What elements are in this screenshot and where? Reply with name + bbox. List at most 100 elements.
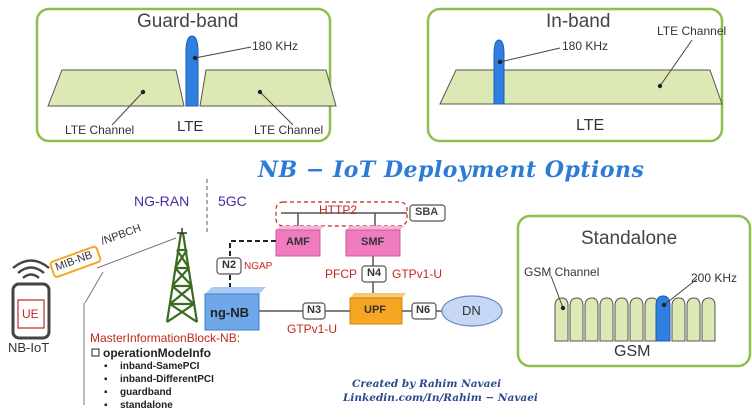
gsm-khz-pointer: [663, 278, 698, 306]
dn-ellipse: [441, 295, 503, 327]
gsm-channel-pointer: [550, 275, 564, 309]
gsm-channel: [629, 297, 644, 342]
pfcp-label: PFCP: [325, 267, 358, 281]
amf-label: AMF: [286, 236, 310, 248]
sba-box: [409, 204, 446, 222]
mib-option-4: standalone: [120, 400, 173, 411]
n2-box: [216, 257, 242, 275]
guard-band-left-dot: [140, 89, 146, 95]
dn-label: DN: [462, 303, 481, 318]
mib-option-bullet-4: ▪: [104, 400, 108, 411]
credit-line-1: Created by Rahim Navaei: [352, 378, 502, 390]
in-band-title: In-band: [546, 11, 611, 32]
ue-signal-arc-3: [12, 259, 50, 269]
gsm-label: GSM: [614, 343, 651, 360]
gsm-channel: [686, 297, 701, 342]
guard-band-khz-pointer: [194, 46, 252, 59]
smf-label: SMF: [361, 236, 385, 248]
mib-nb-badge: [49, 245, 102, 278]
n2-label: N2: [222, 259, 237, 271]
gsm-channel-group: [554, 295, 716, 342]
gsm-channel: [599, 297, 614, 342]
in-band-khz-dot: [497, 59, 503, 65]
amf-box: [275, 229, 321, 257]
mib-option-2: inband-DifferentPCI: [120, 374, 214, 385]
n3-label: N3: [307, 304, 322, 316]
mib-leader-line-2: [84, 271, 104, 304]
smf-box: [345, 229, 401, 257]
n4-label: N4: [367, 267, 382, 279]
n6-label: N6: [416, 304, 431, 316]
gsm-channel: [614, 297, 629, 342]
upf-box-top: [350, 293, 406, 298]
diagram-title: NB − IoT Deployment Options: [258, 157, 645, 183]
guard-band-right-pointer: [259, 91, 294, 126]
mib-heading: MasterInformationBlock-NB:: [90, 331, 241, 345]
standalone-title: Standalone: [581, 228, 678, 249]
field-checkbox-icon: [91, 348, 100, 357]
core-label: 5GC: [218, 193, 247, 209]
mib-option-bullet-3: ▪: [104, 387, 108, 398]
http2-bus-outline: [275, 201, 408, 227]
ngnb-box: [204, 293, 260, 331]
ngnb-label: ng-NB: [210, 305, 249, 320]
guard-band-nb-carrier: [185, 35, 199, 107]
mib-leader-line-1: [96, 237, 177, 269]
gtp-n4-label: GTPv1-U: [392, 267, 443, 281]
mib-option-3: guardband: [120, 387, 172, 398]
ue-signal-arc-2: [17, 266, 45, 274]
gsm-channel: [569, 297, 584, 342]
gtp-n3-label: GTPv1-U: [287, 322, 338, 336]
guard-band-khz-label: 180 KHz: [252, 39, 299, 53]
in-band-nb-carrier: [493, 39, 505, 105]
in-band-khz-pointer: [499, 47, 561, 63]
upf-label: UPF: [364, 304, 386, 316]
in-band-khz-label: 180 KHz: [562, 39, 609, 53]
gsm-channel-label: GSM Channel: [524, 265, 600, 279]
mib-option-1: inband-SamePCI: [120, 361, 200, 372]
gsm-nb-carrier: [655, 295, 671, 342]
gsm-channel: [701, 297, 716, 342]
mib-field: operationModeInfo: [103, 346, 211, 360]
in-band-lte-shape: [439, 69, 723, 105]
ng-ran-label: NG-RAN: [134, 193, 190, 209]
smf-box-top: [346, 226, 404, 230]
mib-option-bullet-2: ▪: [104, 374, 108, 385]
gsm-channel: [584, 297, 599, 342]
ue-label: UE: [22, 307, 39, 321]
guard-band-right-dot: [257, 89, 263, 95]
guard-band-left-label: LTE Channel: [65, 123, 135, 137]
n3-box: [302, 302, 326, 320]
cell-tower: [165, 232, 199, 323]
gsm-channel-dot: [560, 305, 566, 311]
gsm-khz-label: 200 KHz: [691, 271, 738, 285]
in-band-lte-channel-label: LTE Channel: [657, 24, 727, 38]
amf-box-top: [276, 226, 324, 230]
guard-band-right-label: LTE Channel: [254, 123, 324, 137]
in-band-lte-label: LTE: [576, 117, 605, 134]
nb-iot-label: NB-IoT: [8, 340, 50, 355]
gsm-khz-dot: [661, 302, 667, 308]
mib-option-bullet-1: ▪: [104, 361, 108, 372]
guard-band-left-pointer: [111, 91, 144, 126]
gsm-channel: [671, 297, 686, 342]
in-band-lte-dot: [657, 83, 663, 89]
n4-box: [361, 265, 387, 283]
ngap-label: NGAP: [244, 261, 273, 272]
ngnb-box-top: [205, 287, 266, 294]
in-band-lte-pointer: [659, 39, 693, 87]
guard-band-title: Guard-band: [137, 11, 239, 32]
guard-band-lte-left-shape: [47, 69, 185, 107]
guard-band-lte-label: LTE: [177, 118, 204, 135]
sba-label: SBA: [415, 206, 439, 218]
ue-signal-arc-1: [22, 273, 40, 279]
guard-band-khz-dot: [192, 55, 198, 61]
guard-band-panel: [35, 7, 332, 143]
credit-line-2: Linkedin.com/In/Rahim − Navaei: [343, 392, 538, 404]
http2-label: HTTP2: [319, 203, 358, 217]
guard-band-lte-right-shape: [199, 69, 337, 107]
ue-screen: [17, 299, 45, 329]
n6-box: [411, 302, 437, 320]
